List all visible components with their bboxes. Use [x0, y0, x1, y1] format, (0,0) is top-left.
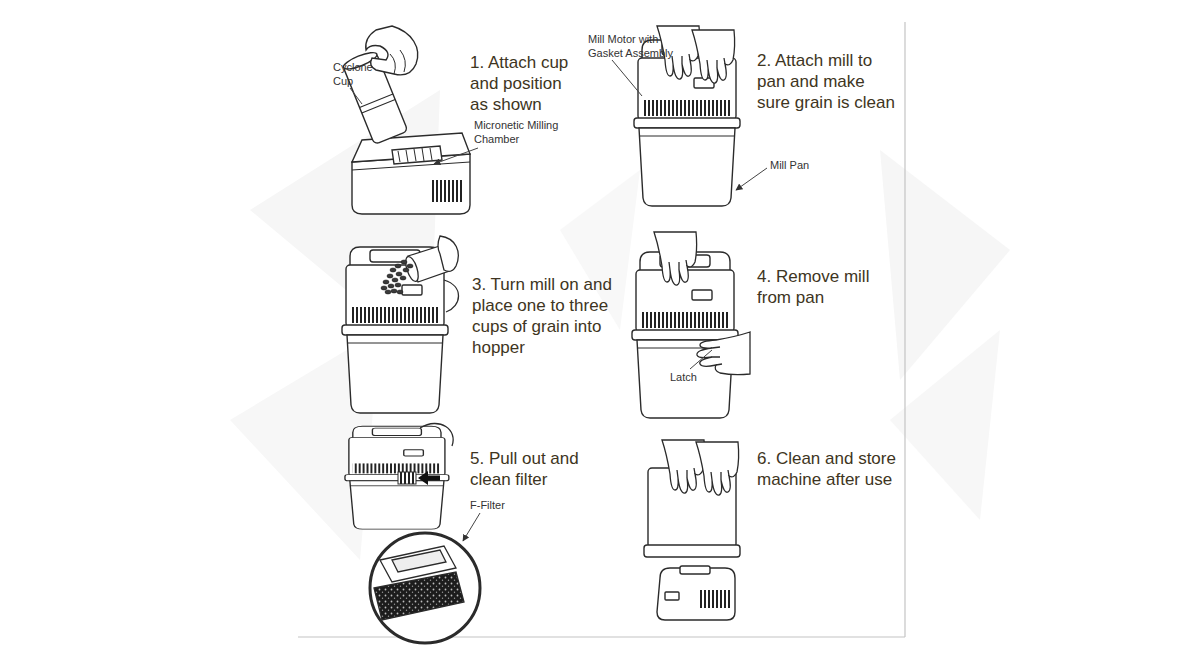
grain — [387, 274, 393, 278]
panel-3-illustration — [342, 236, 459, 413]
step-instruction: 3. Turn mill on and place one to three c… — [472, 274, 622, 358]
hand — [697, 332, 750, 375]
panel-5-illustration — [370, 533, 480, 643]
panel-5-illustration — [420, 423, 453, 446]
grain — [383, 280, 389, 284]
leader-line — [350, 60, 767, 541]
leader-line — [690, 350, 712, 369]
part-label: Latch — [670, 370, 697, 384]
part-label: F-Filter — [470, 498, 505, 512]
pouring-cup — [403, 236, 458, 312]
leader-line — [434, 148, 478, 164]
mill-on-pan — [345, 426, 449, 529]
grain — [395, 283, 401, 287]
panel-6-illustration — [644, 545, 740, 557]
leader-line — [350, 88, 362, 104]
step-instruction: 6. Clean and store machine after use — [757, 448, 907, 490]
frame-line — [904, 22, 905, 637]
part-label: Cyclone Cup — [333, 60, 379, 88]
panel-6-illustration — [665, 592, 679, 600]
panel-1-illustration — [366, 26, 418, 75]
panel-5-illustration — [398, 472, 416, 484]
grain — [381, 286, 387, 290]
panel-6-illustration — [680, 566, 710, 574]
hand — [696, 442, 739, 495]
panel-6-illustration — [700, 590, 730, 608]
panel-5-illustration — [345, 423, 480, 643]
panel-1-illustration — [390, 50, 405, 74]
step-instruction: 1. Attach cup and position as shown — [470, 52, 575, 115]
pouring-cup — [444, 280, 459, 312]
grain — [403, 268, 409, 272]
grain — [400, 276, 406, 280]
grain — [407, 264, 413, 268]
panel-1-illustration — [342, 26, 470, 214]
part-label: Mill Pan — [770, 158, 809, 172]
background-shapes — [890, 330, 1000, 520]
step-instruction: 4. Remove mill from pan — [757, 266, 882, 308]
panel-5-illustration — [392, 550, 446, 572]
panel-1-illustration — [398, 148, 432, 162]
grain — [397, 290, 403, 294]
part-label: Micronetic Milling Chamber — [474, 118, 569, 146]
panel-5-illustration — [418, 471, 440, 485]
panel-6-illustration — [657, 568, 735, 620]
panel-1-illustration — [392, 146, 442, 164]
grain — [392, 278, 398, 282]
grain — [391, 289, 397, 293]
frame-line — [298, 636, 905, 637]
step-instruction: 5. Pull out and clean filter — [470, 448, 595, 490]
leader-line — [612, 60, 642, 96]
leader-line — [463, 513, 480, 541]
panel-1-illustration — [360, 94, 396, 113]
step-instruction: 2. Attach mill to pan and make sure grai… — [757, 50, 900, 113]
panel-5-illustration — [374, 572, 464, 620]
background-shapes — [230, 90, 1010, 560]
panel-4-illustration — [632, 232, 750, 418]
grain — [385, 290, 391, 294]
grain — [381, 260, 413, 294]
grain — [396, 272, 402, 276]
part-label: Mill Motor with Gasket Assembly — [588, 32, 680, 60]
hand — [654, 232, 697, 285]
panel-5-illustration — [374, 546, 464, 620]
leader-line — [736, 168, 767, 190]
panel-1-illustration — [430, 180, 464, 202]
grain — [395, 264, 401, 268]
hand — [692, 30, 735, 83]
grain — [390, 268, 396, 272]
grain — [388, 284, 394, 288]
grain — [401, 260, 407, 264]
pouring-cup — [438, 236, 458, 271]
panel-6-illustration — [644, 440, 740, 620]
